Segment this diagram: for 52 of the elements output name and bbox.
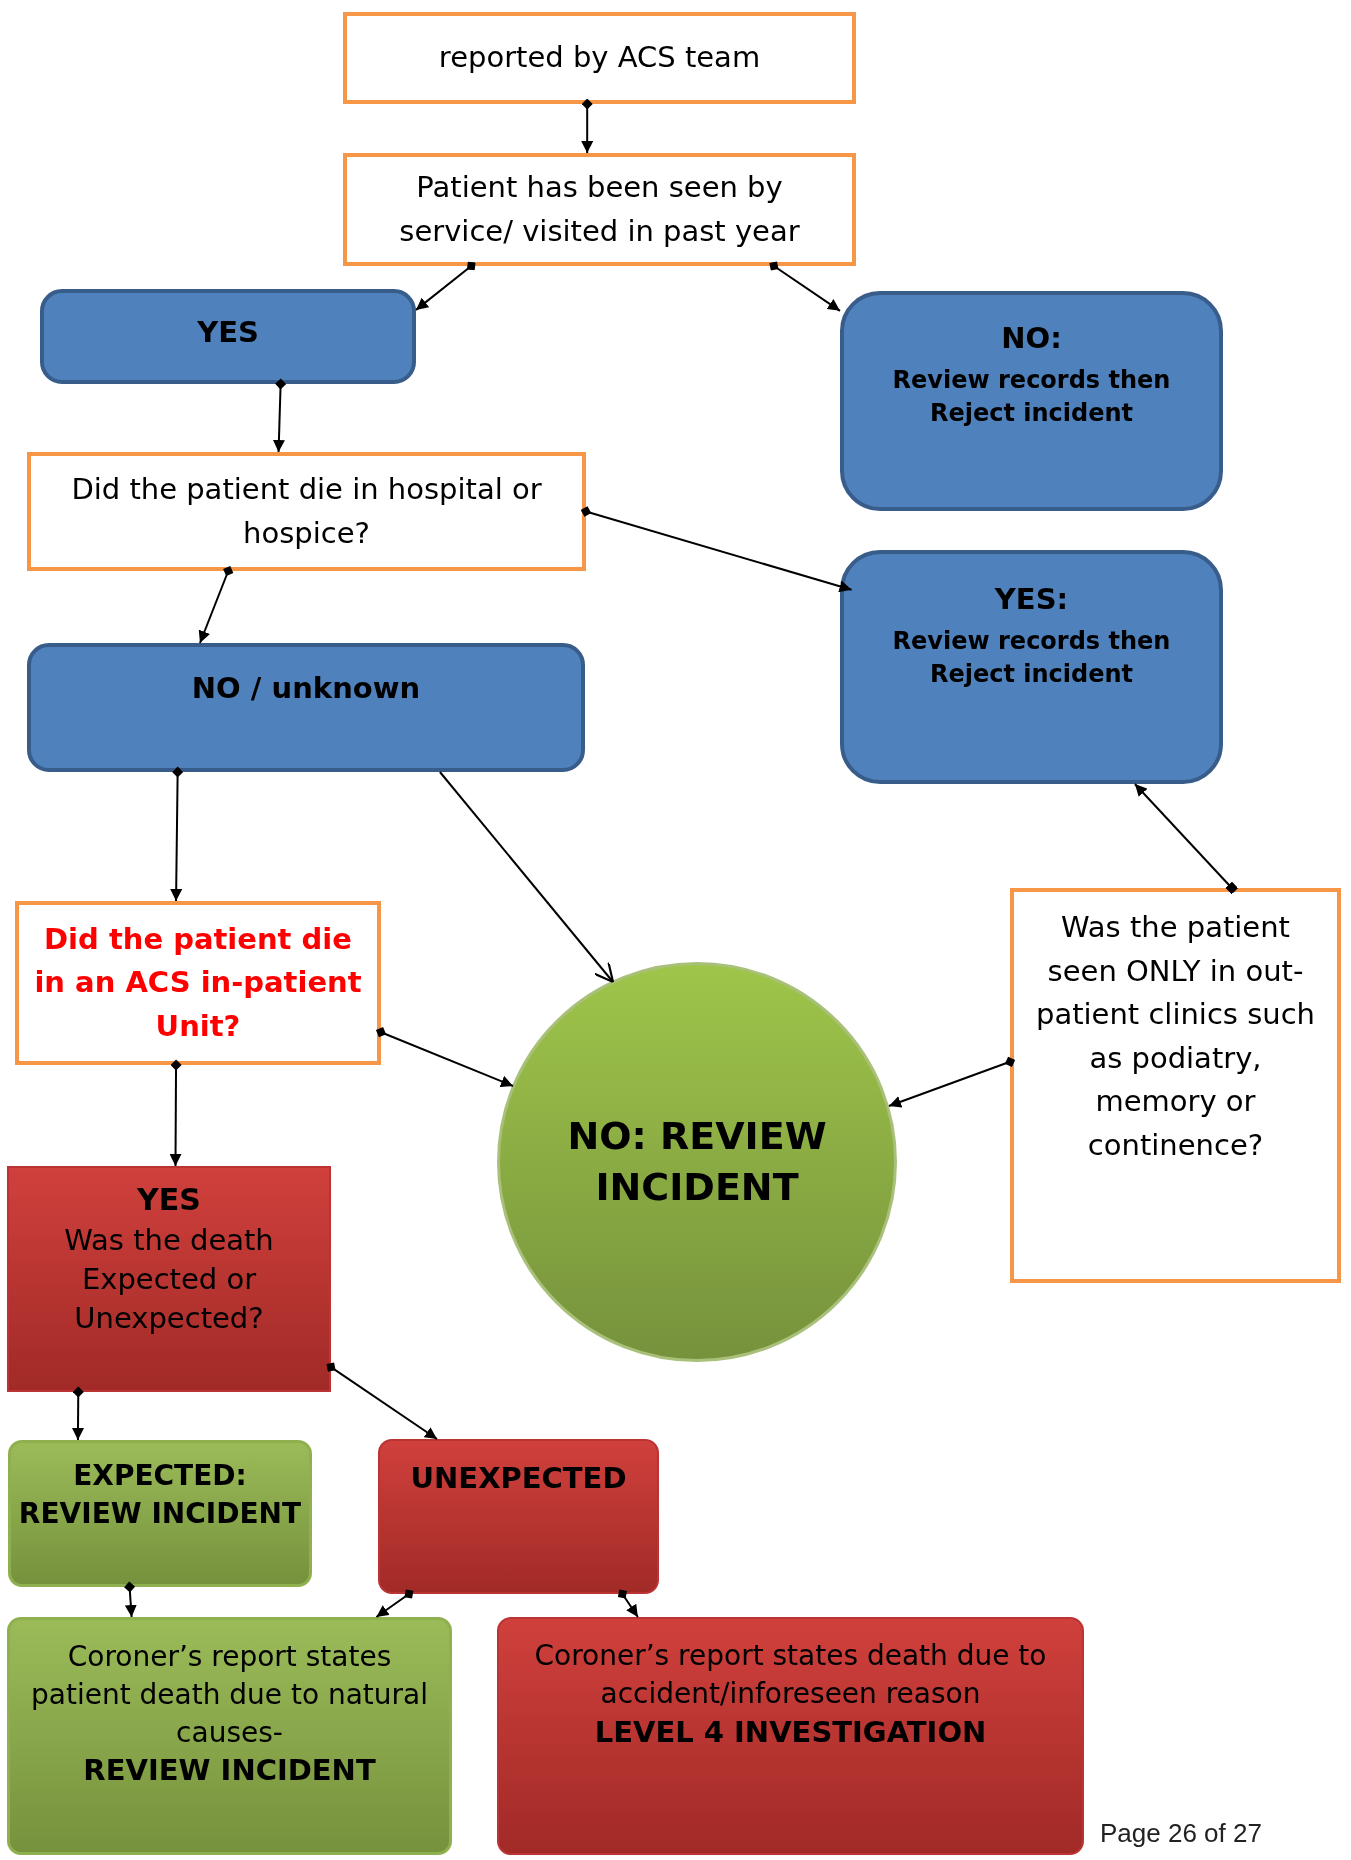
- box-text: Was the death Expected or Unexpected?: [63, 1221, 275, 1337]
- arrow: [72, 1386, 84, 1441]
- box-text: Did the patient die in an ACS in-patient Unit?: [33, 920, 363, 1045]
- arrow: [617, 1589, 639, 1618]
- box-heading: YES: [137, 1181, 201, 1219]
- answer-box: [40, 289, 416, 384]
- arrow: [272, 378, 287, 453]
- box-text: Review records then Reject incident: [891, 365, 1172, 429]
- decision-box: [7, 1166, 331, 1392]
- outcome-box: [7, 1617, 452, 1855]
- arrow: [888, 1056, 1016, 1108]
- arrow: [375, 1027, 514, 1088]
- arrow: [326, 1362, 438, 1440]
- box-heading: Coroner’s report states patient death due to natural causes-: [29, 1639, 430, 1751]
- page-number: Page 26 of 27: [1100, 1818, 1262, 1849]
- answer-box: [27, 643, 585, 772]
- arrow: [438, 771, 615, 984]
- process-box: [343, 153, 856, 266]
- box-text: EXPECTED: REVIEW INCIDENT: [17, 1458, 303, 1532]
- outcome-box: [497, 1617, 1084, 1855]
- arrow: [170, 766, 184, 902]
- box-text: reported by ACS team: [438, 39, 761, 77]
- answer-box: [840, 291, 1223, 511]
- decision-box: [15, 901, 381, 1065]
- box-text: LEVEL 4 INVESTIGATION: [594, 1713, 987, 1751]
- box-heading: YES:: [994, 581, 1069, 618]
- decision-box: [1010, 888, 1341, 1283]
- arrow: [415, 261, 476, 311]
- arrow: [1133, 783, 1239, 895]
- arrow: [169, 1059, 182, 1167]
- box-text: Patient has been seen by service/ visited in past year: [398, 169, 801, 250]
- box-text: UNEXPECTED: [410, 1460, 627, 1497]
- box-text: NO: REVIEW INCIDENT: [566, 1112, 828, 1211]
- process-box: [343, 12, 856, 104]
- arrow: [375, 1589, 414, 1618]
- box-text: Did the patient die in hospital or hospice?: [70, 471, 543, 552]
- box-heading: NO:: [1001, 320, 1062, 357]
- arrow: [581, 98, 594, 154]
- box-text: YES: [197, 314, 259, 351]
- box-text: REVIEW INCIDENT: [83, 1752, 376, 1790]
- arrow: [124, 1581, 137, 1618]
- answer-box: [840, 550, 1223, 784]
- outcome-box: [378, 1439, 659, 1594]
- arrow: [580, 506, 853, 593]
- arrow: [198, 565, 234, 644]
- box-text: Was the patient seen ONLY in out-patient clinics such as podiatry, memory or continence?: [1035, 909, 1316, 1164]
- decision-box: [27, 452, 586, 571]
- arrow: [769, 261, 841, 312]
- box-text: Review records then Reject incident: [891, 626, 1172, 690]
- box-heading: Coroner’s report states death due to accident/inforeseen reason: [533, 1638, 1048, 1712]
- outcome-box: [8, 1440, 312, 1587]
- box-text: NO / unknown: [191, 670, 421, 707]
